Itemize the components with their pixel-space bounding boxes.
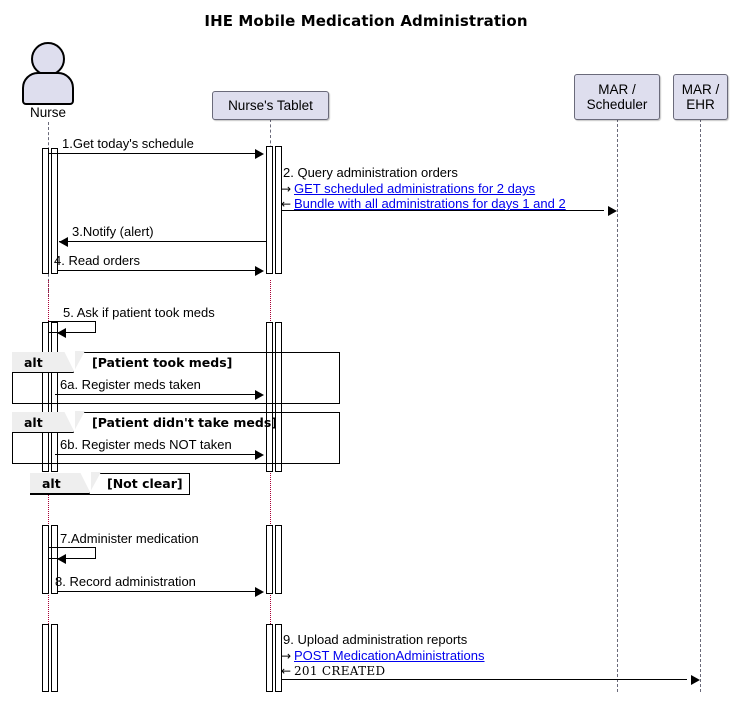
activation-tablet-1b [275,146,282,274]
fragment-alt-3-tab-notch [89,471,101,494]
message-9-detail-2: ←201 CREATED [281,662,385,679]
message-6a-line [55,394,256,395]
message-5-arrowhead [57,328,66,338]
activation-tablet-3 [266,525,273,594]
message-9-detail-2-direction-icon: ← [281,664,292,678]
message-9-line [282,679,687,680]
participant-mar-scheduler-label: MAR / Scheduler [586,82,648,112]
lifeline-tablet [270,119,271,154]
lifeline-tablet-dotted-b [270,468,271,528]
fragment-alt-2-condition: [Patient didn't take meds] [92,415,277,430]
fragment-alt-2-keyword: alt [24,415,43,430]
activation-tablet-4b [275,624,282,692]
activation-tablet-1 [266,146,273,274]
message-1-arrowhead [255,148,264,159]
actor-nurse-label: Nurse [29,105,66,120]
participant-mar-ehr-label: MAR / EHR [681,82,720,112]
fragment-alt-3-keyword: alt [42,476,61,491]
message-5-self-loop [48,321,96,333]
message-2-detail-1-direction-icon: → [281,182,292,196]
message-9-detail-1-link[interactable]: POST MedicationAdministrations [294,648,485,663]
fragment-alt-1-tab-notch [73,350,85,373]
message-9-label: 9. Upload administration reports [283,632,468,647]
activation-nurse-1b [51,148,58,274]
participant-mar-ehr[interactable]: MAR / EHR [673,74,728,120]
message-9-detail-1-direction-icon: → [281,649,292,663]
message-4-line [58,270,256,271]
lifeline-nurse-dotted-b [48,468,49,528]
fragment-alt-3-condition: [Not clear] [107,476,183,491]
message-5-label: 5. Ask if patient took meds [63,305,215,320]
message-9-detail-2-status: 201 CREATED [294,664,386,678]
fragment-alt-2 [12,412,340,464]
message-6a-arrowhead [255,389,264,400]
message-3-arrowhead [59,236,68,247]
fragment-alt-2-tab-notch [73,410,85,433]
message-2-detail-1: →GET scheduled administrations for 2 day… [281,180,535,197]
actor-head-icon [31,42,65,76]
message-2-detail-2-direction-icon: ← [281,197,292,211]
message-6a-label: 6a. Register meds taken [60,377,201,392]
message-1-line [48,153,256,154]
message-9-detail-1: →POST MedicationAdministrations [281,647,485,664]
actor-body-icon [22,72,74,105]
activation-tablet-2 [266,322,273,472]
message-7-self-loop [48,547,96,559]
message-6b-arrowhead [255,449,264,460]
message-2-label: 2. Query administration orders [283,165,458,180]
activation-tablet-3b [275,525,282,594]
participant-nurses-tablet-label: Nurse's Tablet [228,98,313,113]
lifeline-ehr [700,119,701,692]
message-8-label: 8. Record administration [55,574,196,589]
message-3-label: 3.Notify (alert) [72,224,154,239]
lifeline-tablet-dotted-a [270,280,271,325]
diagram-title: IHE Mobile Medication Administration [204,12,528,30]
lifeline-scheduler [617,119,618,692]
message-2-detail-2: ←Bundle with all administrations for day… [281,195,566,212]
participant-nurses-tablet[interactable]: Nurse's Tablet [212,91,329,120]
message-2-line [282,210,604,211]
fragment-alt-3-tab [30,471,101,494]
fragment-alt-1 [12,352,340,404]
activation-nurse-4 [42,624,49,692]
fragment-alt-1-condition: [Patient took meds] [92,355,233,370]
activation-nurse-3 [42,525,49,594]
message-4-label: 4. Read orders [54,253,140,268]
message-2-detail-2-link[interactable]: Bundle with all administrations for days… [294,196,566,211]
activation-nurse-2b [51,322,58,472]
fragment-alt-1-tab [12,350,85,373]
activation-tablet-4 [266,624,273,692]
message-9-arrowhead [691,674,700,685]
message-6b-label: 6b. Register meds NOT taken [60,437,232,452]
message-1-label: 1.Get today's schedule [62,136,194,151]
message-7-arrowhead [57,554,66,564]
fragment-alt-1-keyword: alt [24,355,43,370]
message-2-detail-1-link[interactable]: GET scheduled administrations for 2 days [294,181,536,196]
activation-nurse-4b [51,624,58,692]
participant-mar-scheduler[interactable]: MAR / Scheduler [574,74,660,120]
message-3-line [59,241,266,242]
lifeline-nurse-dotted-a [48,280,49,325]
fragment-alt-2-tab [12,410,85,433]
message-6b-line [55,454,256,455]
message-8-arrowhead [255,586,264,597]
message-4-arrowhead [255,265,264,276]
message-7-label: 7.Administer medication [60,531,199,546]
message-2-arrowhead [608,205,617,216]
activation-tablet-2b [275,322,282,472]
activation-nurse-1 [42,148,49,274]
message-8-line [58,591,256,592]
activation-nurse-2 [42,322,49,472]
